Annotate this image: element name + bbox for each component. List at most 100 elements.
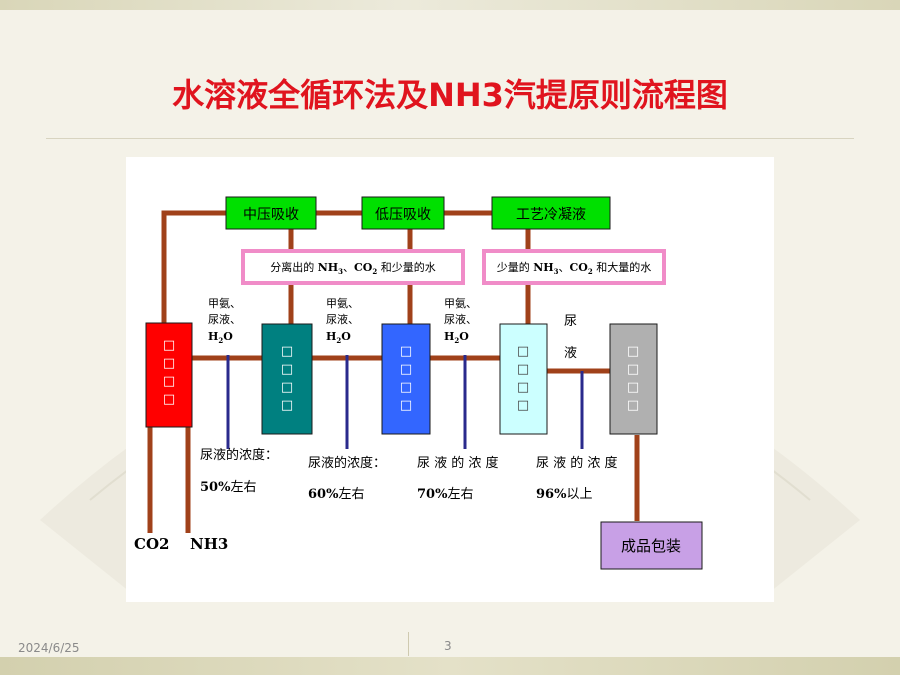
bottom-decor-bar xyxy=(0,657,900,675)
gas-label-line: 甲氨、 xyxy=(326,297,359,310)
vessel-3: □ □ □ □ xyxy=(381,323,431,435)
vessel-glyph: □ xyxy=(400,344,412,359)
concentration-label: 尿液的浓度： xyxy=(308,455,386,471)
gas-label-2: 甲氨、 尿液、 H2O xyxy=(326,297,359,345)
pink-text: CO xyxy=(354,261,373,274)
pink-label-left: 分离出的 NH3、CO2 和少量的水 xyxy=(241,249,465,285)
h2o-part: O xyxy=(341,330,351,343)
vessel-glyph: □ xyxy=(163,356,175,371)
feed-nh3-label: NH3 xyxy=(190,535,228,553)
h2o-part: 2 xyxy=(218,336,223,345)
feed-co2-label: CO2 xyxy=(134,535,169,553)
gas-label-h2o: H2O xyxy=(326,330,351,345)
top-box-medium-pressure-absorption: 中压吸收 xyxy=(225,196,317,230)
concentration-percent: 50% xyxy=(200,480,231,495)
vessel-glyph: □ xyxy=(281,398,293,413)
pink-text: 3 xyxy=(338,267,343,276)
vessel-glyph: □ xyxy=(627,344,639,359)
pink-text: CO xyxy=(570,261,589,274)
concentration-percent: 60% xyxy=(308,487,339,502)
h2o-part: 2 xyxy=(454,336,459,345)
top-box-label: 中压吸收 xyxy=(243,207,299,223)
vessel-4: □ □ □ □ xyxy=(499,323,548,435)
gas-label-3: 甲氨、 尿液、 H2O xyxy=(444,297,477,345)
vessel-glyph: □ xyxy=(281,362,293,377)
pink-text: 、 xyxy=(343,261,354,274)
concentration-unit: 以上 xyxy=(566,487,592,502)
concentration-unit: 左右 xyxy=(447,487,473,502)
gas-label-line: 甲氨、 xyxy=(444,297,477,310)
concentration-value: 70%左右 xyxy=(417,487,473,502)
vessel-glyph: □ xyxy=(281,344,293,359)
vessel-glyph: □ xyxy=(281,380,293,395)
process-flow-diagram: 中压吸收 低压吸收 工艺冷凝液 分离出的 NH3、CO2 和少量的水 少量的 N… xyxy=(134,196,703,570)
gas-label-line: 尿液、 xyxy=(326,312,359,326)
top-decor-bar xyxy=(0,0,900,10)
gas-label-line: 甲氨、 xyxy=(208,297,241,310)
urine-label-top: 尿 xyxy=(564,314,577,329)
concentration-2: 尿液的浓度： 60%左右 xyxy=(308,455,386,502)
vessel-glyph: □ xyxy=(627,380,639,395)
footer-divider xyxy=(408,632,409,656)
vessel-glyph: □ xyxy=(163,338,175,353)
top-box-label: 低压吸收 xyxy=(375,207,431,223)
slide-title: 水溶液全循环法及NH3汽提原则流程图 xyxy=(172,76,728,114)
pink-text: 少量的 xyxy=(497,260,534,274)
concentration-4: 尿 液 的 浓 度 96%以上 xyxy=(536,455,618,502)
title-rule xyxy=(46,138,854,139)
pink-text: 、 xyxy=(559,261,570,274)
gas-label-line: 尿液、 xyxy=(444,312,477,326)
vessel-glyph: □ xyxy=(163,392,175,407)
vessel-glyph: □ xyxy=(400,398,412,413)
gas-label-line: 尿液、 xyxy=(208,312,241,326)
gas-label-1: 甲氨、 尿液、 H2O xyxy=(208,297,241,345)
h2o-part: O xyxy=(223,330,233,343)
concentration-unit: 左右 xyxy=(338,487,364,502)
concentration-percent: 96% xyxy=(536,487,567,502)
vessel-glyph: □ xyxy=(517,362,529,377)
vessel-1: □ □ □ □ xyxy=(145,322,193,428)
concentration-value: 96%以上 xyxy=(536,487,592,502)
concentration-unit: 左右 xyxy=(230,480,256,495)
concentration-1: 尿液的浓度： 50%左右 xyxy=(200,447,278,495)
pink-text: 和少量的水 xyxy=(377,260,436,274)
h2o-part: H xyxy=(208,330,218,343)
vessel-glyph: □ xyxy=(627,398,639,413)
footer-date: 2024/6/25 xyxy=(18,641,80,655)
vessel-glyph: □ xyxy=(517,398,529,413)
pink-text: 3 xyxy=(554,267,559,276)
vessel-glyph: □ xyxy=(163,374,175,389)
vessel-glyph: □ xyxy=(517,380,529,395)
product-packaging-box: 成品包装 xyxy=(600,521,703,570)
pink-label-text: 分离出的 NH3、CO2 和少量的水 xyxy=(270,260,436,276)
concentration-3: 尿 液 的 浓 度 70%左右 xyxy=(417,455,499,502)
gas-label-h2o: H2O xyxy=(444,330,469,345)
h2o-part: O xyxy=(459,330,469,343)
pink-label-text: 少量的 NH3、CO2 和大量的水 xyxy=(497,260,652,276)
concentration-label: 尿 液 的 浓 度 xyxy=(417,455,499,471)
pink-text: 和大量的水 xyxy=(593,260,652,274)
concentration-label: 尿 液 的 浓 度 xyxy=(536,455,618,471)
h2o-part: 2 xyxy=(336,336,341,345)
pink-text: 2 xyxy=(588,267,593,276)
vessel-2: □ □ □ □ xyxy=(261,323,313,435)
pink-text: NH xyxy=(318,261,338,274)
vessel-5: □ □ □ □ xyxy=(609,323,658,435)
h2o-part: H xyxy=(326,330,336,343)
product-label: 成品包装 xyxy=(621,537,681,555)
concentration-label: 尿液的浓度： xyxy=(200,447,278,463)
vessel-glyph: □ xyxy=(400,362,412,377)
concentration-value: 60%左右 xyxy=(308,487,364,502)
vessel-glyph: □ xyxy=(517,344,529,359)
concentration-value: 50%左右 xyxy=(200,480,256,495)
gas-label-h2o: H2O xyxy=(208,330,233,345)
top-box-low-pressure-absorption: 低压吸收 xyxy=(361,196,445,230)
top-box-label: 工艺冷凝液 xyxy=(516,207,586,223)
concentration-percent: 70% xyxy=(417,487,448,502)
urine-label-bottom: 液 xyxy=(564,346,577,361)
page-number: 3 xyxy=(444,639,452,653)
blue-drain-lines xyxy=(226,355,584,449)
vessel-glyph: □ xyxy=(400,380,412,395)
h2o-part: H xyxy=(444,330,454,343)
pink-text: NH xyxy=(533,261,553,274)
